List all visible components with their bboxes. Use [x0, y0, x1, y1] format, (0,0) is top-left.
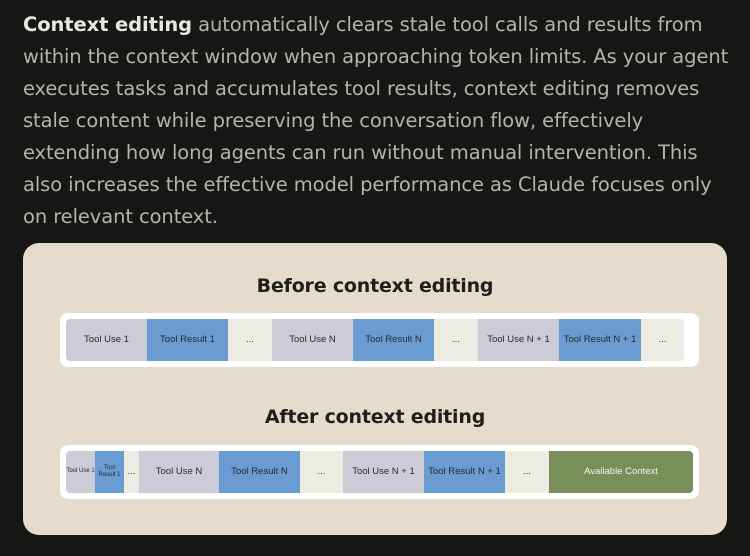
after-segment-tool-use-n1: Tool Use N + 1 [343, 451, 424, 493]
before-segment-tool-result-n1: Tool Result N + 1 [559, 319, 641, 361]
diagram-card: Before context editing Tool Use 1 Tool R… [23, 243, 727, 535]
after-segment-tool-use-n: Tool Use N [139, 451, 219, 493]
before-segment-tool-result-1: Tool Result 1 [147, 319, 228, 361]
intro-paragraph: Context editing automatically clears sta… [23, 9, 735, 233]
before-context-bar: Tool Use 1 Tool Result 1 ... Tool Use N … [60, 313, 699, 367]
before-segment-tool-use-n1: Tool Use N + 1 [478, 319, 559, 361]
after-segment-tool-result-1: Tool Result 1 [95, 451, 124, 493]
after-segment-gap-3: ... [505, 451, 549, 493]
before-segment-tool-result-n: Tool Result N [353, 319, 434, 361]
after-segment-gap-2: ... [300, 451, 343, 493]
intro-lead: Context editing [23, 13, 193, 36]
after-segment-gap-1: ... [124, 451, 139, 493]
after-segment-tool-use-1: Tool Use 1 [66, 451, 95, 493]
before-segment-gap-3: ... [641, 319, 684, 361]
after-segment-tool-result-n: Tool Result N [219, 451, 300, 493]
after-context-bar: Tool Use 1 Tool Result 1 ... Tool Use N … [60, 445, 699, 499]
after-title: After context editing [264, 406, 486, 428]
intro-body: automatically clears stale tool calls an… [23, 13, 729, 228]
before-segment-gap-2: ... [434, 319, 478, 361]
before-segment-gap-1: ... [228, 319, 272, 361]
before-segment-tool-use-1: Tool Use 1 [66, 319, 147, 361]
before-title: Before context editing [256, 275, 494, 297]
after-segment-tool-result-n1: Tool Result N + 1 [424, 451, 505, 493]
before-segment-tool-use-n: Tool Use N [272, 319, 353, 361]
after-segment-available-context: Available Context [549, 451, 693, 493]
